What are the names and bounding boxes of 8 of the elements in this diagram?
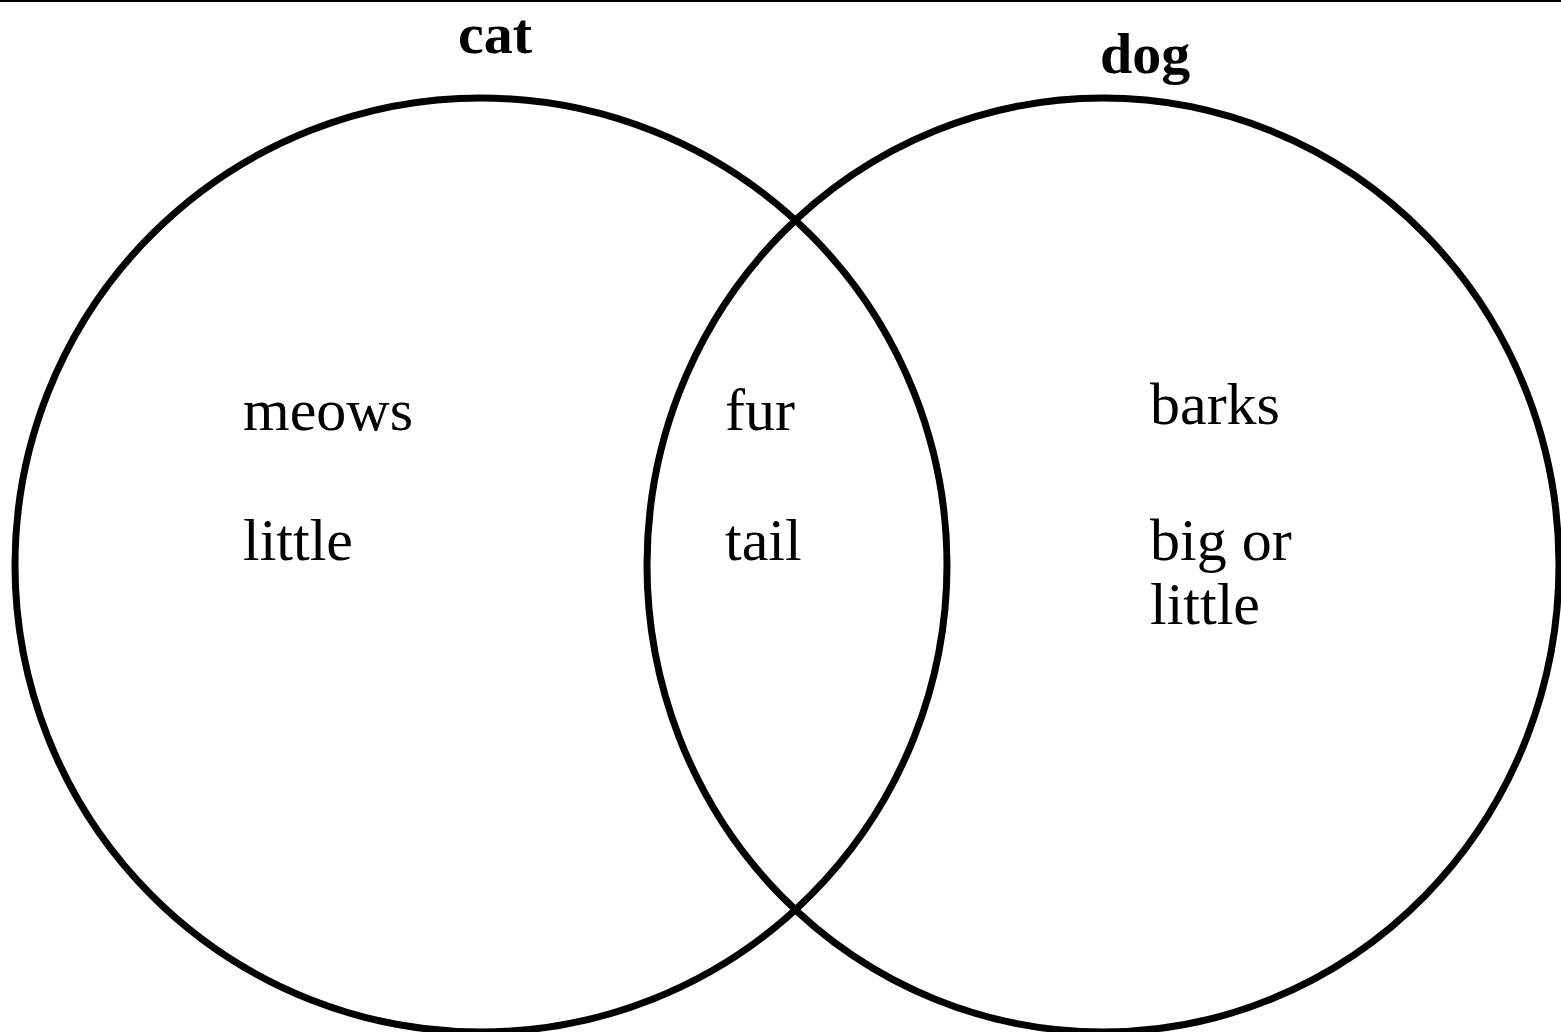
set-heading: cat — [458, 2, 533, 66]
set-item: big or little — [1150, 508, 1293, 636]
set-item: little — [243, 508, 354, 572]
set-item: barks — [1150, 372, 1281, 436]
set-item: meows — [243, 378, 414, 442]
set-heading: dog — [1100, 22, 1191, 86]
shared-item: fur — [725, 378, 795, 442]
shared-item: tail — [725, 508, 802, 572]
